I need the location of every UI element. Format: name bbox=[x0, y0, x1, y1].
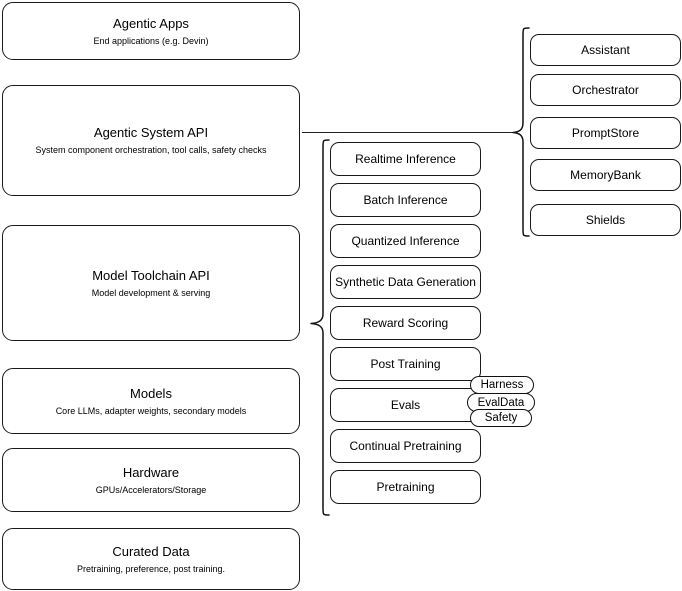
capability-box-realtime-inference[interactable]: Realtime Inference bbox=[330, 142, 481, 176]
component-box-orchestrator[interactable]: Orchestrator bbox=[530, 74, 681, 106]
capability-box-synthetic-data-generation[interactable]: Synthetic Data Generation bbox=[330, 265, 481, 299]
layer-box-models[interactable]: Models Core LLMs, adapter weights, secon… bbox=[2, 368, 300, 434]
layer-subtitle: Core LLMs, adapter weights, secondary mo… bbox=[55, 405, 247, 416]
layer-subtitle: GPUs/Accelerators/Storage bbox=[95, 484, 207, 495]
capability-box-pretraining[interactable]: Pretraining bbox=[330, 470, 481, 504]
capability-title: Evals bbox=[390, 398, 421, 412]
layer-box-agentic-apps[interactable]: Agentic Apps End applications (e.g. Devi… bbox=[2, 2, 300, 60]
capability-title: Quantized Inference bbox=[351, 234, 460, 248]
capability-title: Realtime Inference bbox=[355, 152, 456, 166]
capability-title: Reward Scoring bbox=[362, 316, 449, 330]
capability-title: Continual Pretraining bbox=[349, 439, 462, 453]
capability-box-continual-pretraining[interactable]: Continual Pretraining bbox=[330, 429, 481, 463]
capability-box-post-training[interactable]: Post Training bbox=[330, 347, 481, 381]
brace-agentic-system-components bbox=[512, 27, 530, 237]
layer-subtitle: Pretraining, preference, post training. bbox=[76, 563, 226, 574]
component-title: Assistant bbox=[581, 43, 630, 57]
component-title: Orchestrator bbox=[572, 83, 639, 97]
layer-title: Hardware bbox=[122, 464, 180, 480]
layer-box-model-toolchain-api[interactable]: Model Toolchain API Model development & … bbox=[2, 225, 300, 341]
capability-title: Batch Inference bbox=[363, 193, 448, 207]
layer-title: Agentic Apps bbox=[113, 15, 189, 31]
layer-subtitle: End applications (e.g. Devin) bbox=[93, 35, 209, 46]
component-box-memorybank[interactable]: MemoryBank bbox=[530, 159, 681, 191]
capability-title: Post Training bbox=[370, 357, 441, 371]
component-box-promptstore[interactable]: PromptStore bbox=[530, 117, 681, 149]
capability-box-evals[interactable]: Evals bbox=[330, 388, 481, 422]
component-box-assistant[interactable]: Assistant bbox=[530, 34, 681, 66]
layer-title: Agentic System API bbox=[93, 125, 209, 140]
layer-subtitle: Model development & serving bbox=[91, 287, 211, 298]
capability-box-batch-inference[interactable]: Batch Inference bbox=[330, 183, 481, 217]
layer-subtitle: System component orchestration, tool cal… bbox=[35, 145, 267, 155]
component-title: Shields bbox=[585, 213, 626, 227]
component-title: MemoryBank bbox=[570, 168, 641, 182]
layer-title: Model Toolchain API bbox=[92, 267, 210, 283]
brace-model-toolchain-capabilities bbox=[310, 139, 330, 516]
layer-box-agentic-system-api[interactable]: Agentic System API System component orch… bbox=[2, 85, 300, 196]
layer-box-curated-data[interactable]: Curated Data Pretraining, preference, po… bbox=[2, 528, 300, 590]
connector-line-system-api-to-components bbox=[302, 132, 513, 133]
component-title: PromptStore bbox=[571, 126, 640, 140]
capability-box-quantized-inference[interactable]: Quantized Inference bbox=[330, 224, 481, 258]
capability-title: Pretraining bbox=[376, 480, 435, 494]
evals-pill-safety[interactable]: Safety bbox=[470, 409, 532, 427]
capability-title: Synthetic Data Generation bbox=[335, 275, 476, 289]
evals-pill-harness[interactable]: Harness bbox=[470, 376, 534, 394]
capability-box-reward-scoring[interactable]: Reward Scoring bbox=[330, 306, 481, 340]
component-box-shields[interactable]: Shields bbox=[530, 204, 681, 236]
layer-title: Models bbox=[130, 385, 172, 401]
layer-box-hardware[interactable]: Hardware GPUs/Accelerators/Storage bbox=[2, 448, 300, 512]
layer-title: Curated Data bbox=[112, 543, 190, 559]
